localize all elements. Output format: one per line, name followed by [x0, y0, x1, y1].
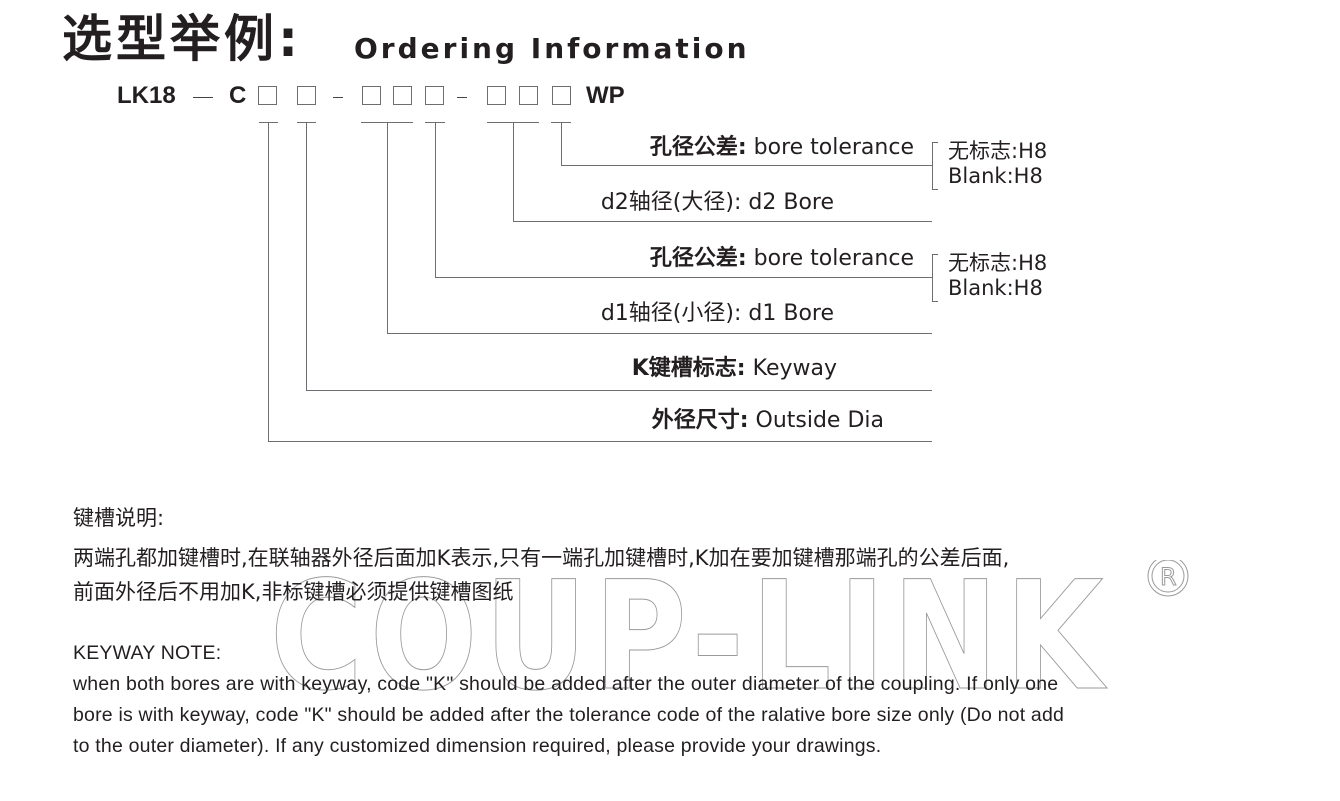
field-label-d2-bore: d2轴径(大径): d2 Bore — [601, 189, 834, 217]
connector-stem — [561, 122, 562, 166]
field-label-en: bore tolerance — [753, 246, 914, 271]
field-label-cn: d1轴径(小径): — [600, 301, 742, 326]
keyway-note-cn-line: 两端孔都加键槽时,在联轴器外径后面加K表示,只有一端孔加键槽时,K加在要加键槽那… — [73, 546, 1010, 570]
leader-line — [387, 333, 932, 334]
keyway-note-cn-line: 前面外径后不用加K,非标键槽必须提供键槽图纸 — [73, 580, 514, 604]
code-short-dash — [333, 97, 343, 98]
registered-mark-inner — [1151, 560, 1185, 593]
code-box-outside-dia — [258, 86, 277, 105]
field-label-en: d1 Bore — [748, 301, 834, 326]
connector-stem — [268, 122, 269, 441]
field-label-cn: 外径尺寸: — [651, 408, 749, 433]
code-suffix: WP — [586, 82, 625, 109]
option-bracket — [932, 254, 938, 302]
field-label-cn: K键槽标志: — [631, 356, 746, 381]
leader-line — [435, 277, 932, 278]
code-box-d1-tolerance — [425, 86, 444, 105]
field-label-en: Outside Dia — [755, 408, 885, 433]
leader-line — [561, 165, 932, 166]
option-no-mark-h8: 无标志:H8 — [948, 251, 1048, 275]
field-label-cn: d2轴径(大径): — [600, 190, 742, 215]
field-label-keyway: K键槽标志: Keyway — [632, 355, 837, 383]
field-label-d1-tolerance: 孔径公差: bore tolerance — [650, 245, 914, 273]
field-label-cn: 孔径公差: — [649, 246, 747, 271]
leader-line — [306, 390, 932, 391]
registered-mark-letter: R — [1160, 563, 1177, 591]
leader-line — [268, 441, 932, 442]
keyway-note-en-line: when both bores are with keyway, code "K… — [73, 673, 1059, 695]
page-title-en: Ordering Information — [354, 32, 750, 65]
field-label-en: Keyway — [752, 356, 837, 381]
field-label-en: bore tolerance — [753, 135, 914, 160]
page-title-cn: 选型举例: — [62, 10, 302, 68]
code-box-d2-1 — [487, 86, 506, 105]
connector-stem — [387, 122, 388, 334]
option-blank-h8: Blank:H8 — [948, 276, 1043, 300]
code-box-d1-1 — [362, 86, 381, 105]
field-label-d2-tolerance: 孔径公差: bore tolerance — [650, 134, 914, 162]
code-box-d1-2 — [393, 86, 412, 105]
connector-stem — [306, 122, 307, 390]
code-short-dash — [457, 97, 467, 98]
field-label-cn: 孔径公差: — [649, 135, 747, 160]
field-label-d1-bore: d1轴径(小径): d1 Bore — [601, 300, 834, 328]
field-label-outside-dia: 外径尺寸: Outside Dia — [652, 407, 884, 435]
connector-stem — [513, 122, 514, 222]
leader-line — [513, 221, 932, 222]
option-no-mark-h8: 无标志:H8 — [948, 139, 1048, 163]
registered-mark-icon — [1147, 560, 1189, 597]
keyway-note-en-line: to the outer diameter). If any customize… — [73, 735, 882, 757]
keyway-note-cn-heading: 键槽说明: — [73, 506, 165, 530]
code-type-letter: C — [229, 82, 247, 109]
code-box-d2-tolerance — [552, 86, 571, 105]
field-label-en: d2 Bore — [748, 190, 834, 215]
keyway-note-en-heading: KEYWAY NOTE: — [73, 642, 222, 664]
connector-stem — [435, 122, 436, 278]
code-box-d2-2 — [519, 86, 538, 105]
code-prefix: LK18 — [117, 82, 176, 109]
keyway-note-en-line: bore is with keyway, code "K" should be … — [73, 704, 1065, 726]
code-box-keyway — [297, 86, 316, 105]
code-long-dash — [193, 97, 213, 98]
option-blank-h8: Blank:H8 — [948, 164, 1043, 188]
option-bracket — [932, 142, 938, 190]
